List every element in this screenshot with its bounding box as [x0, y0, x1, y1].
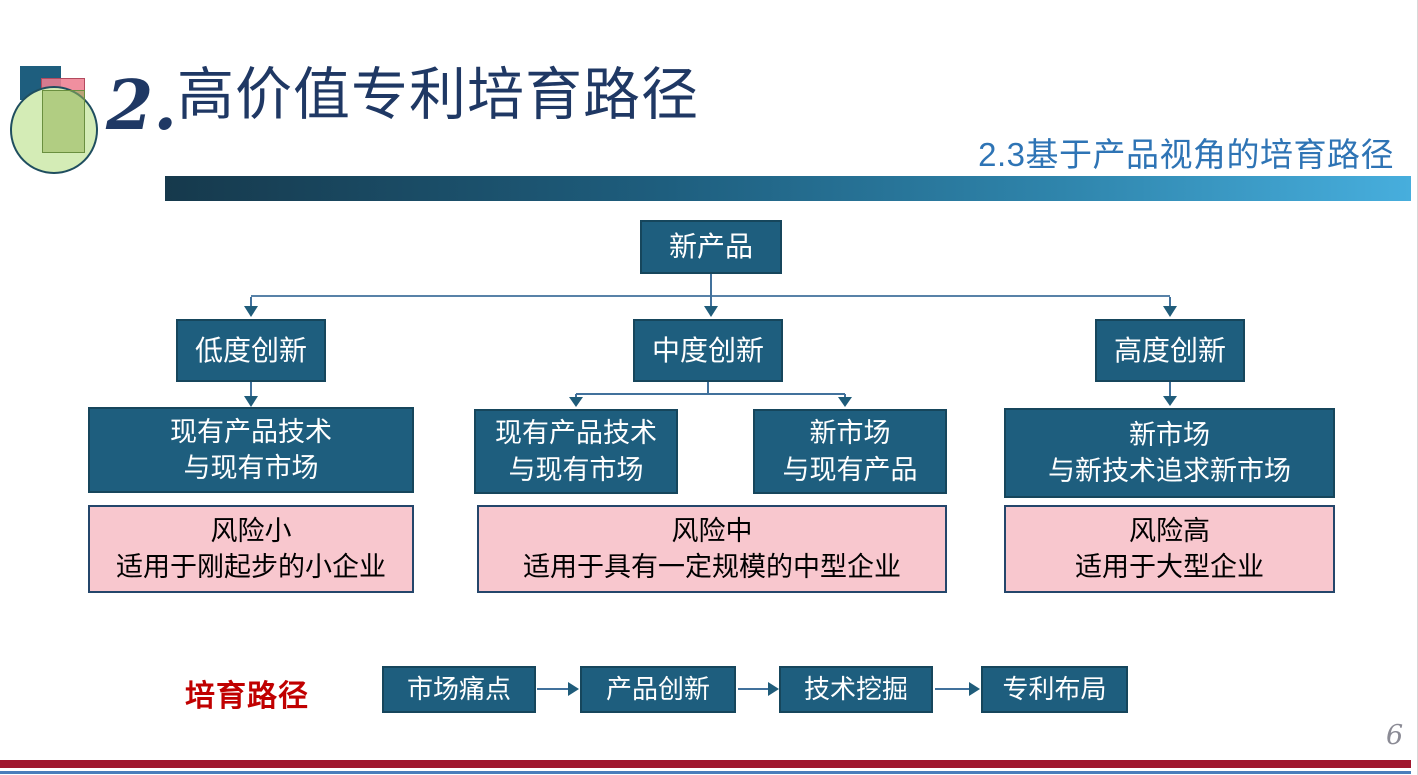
node-low-innovation: 低度创新 [176, 319, 326, 382]
node-medium-innovation: 中度创新 [633, 319, 783, 382]
footer-red-bar [0, 760, 1411, 768]
risk-line1: 风险小 [210, 515, 292, 546]
step-label: 技术挖掘 [803, 673, 908, 704]
risk-box-high: 风险高 适用于大型企业 [1004, 505, 1335, 593]
node-existing-tech-existing-market-mid: 现有产品技术 与现有市场 [474, 409, 678, 494]
gradient-divider-bar [165, 176, 1411, 201]
risk-line2: 适用于大型企业 [1075, 552, 1264, 582]
risk-line1: 风险中 [671, 515, 753, 546]
node-label-line2: 与新技术追求新市场 [1048, 456, 1291, 486]
risk-line1: 风险高 [1129, 515, 1210, 546]
risk-box-low: 风险小 适用于刚起步的小企业 [88, 505, 414, 593]
node-new-product: 新产品 [640, 220, 782, 274]
title-number: 2. [106, 66, 177, 146]
step-technology-mining: 技术挖掘 [779, 666, 933, 713]
node-existing-tech-existing-market-left: 现有产品技术 与现有市场 [88, 407, 414, 493]
step-label: 产品创新 [605, 673, 710, 704]
page-title: 2. 高价值专利培育路径 [106, 60, 699, 140]
node-high-innovation: 高度创新 [1095, 319, 1245, 382]
node-label: 新产品 [668, 231, 753, 263]
node-label-line1: 现有产品技术 [170, 416, 332, 447]
decoration-green-rect-icon [42, 90, 85, 153]
risk-box-medium: 风险中 适用于具有一定规模的中型企业 [477, 505, 947, 593]
step-product-innovation: 产品创新 [580, 666, 736, 713]
step-label: 专利布局 [1002, 673, 1107, 704]
risk-line2: 适用于具有一定规模的中型企业 [523, 552, 901, 582]
step-patent-layout: 专利布局 [981, 666, 1128, 713]
title-text: 高价值专利培育路径 [177, 63, 699, 127]
node-label-line2: 与现有产品 [782, 454, 918, 485]
node-label-line1: 新市场 [1129, 419, 1210, 450]
node-label: 中度创新 [651, 334, 764, 366]
section-subtitle: 2.3基于产品视角的培育路径 [978, 136, 1394, 173]
node-label: 高度创新 [1113, 334, 1226, 366]
node-new-market-new-tech: 新市场 与新技术追求新市场 [1004, 408, 1335, 498]
node-label-line2: 与现有市场 [183, 453, 319, 483]
step-market-pain-point: 市场痛点 [382, 666, 536, 713]
risk-line2: 适用于刚起步的小企业 [116, 552, 386, 582]
node-label: 低度创新 [194, 334, 307, 366]
node-label-line1: 现有产品技术 [495, 418, 657, 449]
node-label-line2: 与现有市场 [508, 454, 644, 485]
step-label: 市场痛点 [406, 673, 511, 704]
page-number: 6 [1386, 720, 1404, 751]
cultivation-path-label: 培育路径 [185, 680, 309, 713]
node-new-market-existing-product: 新市场 与现有产品 [753, 409, 947, 494]
footer-blue-line [0, 771, 1411, 774]
node-label-line1: 新市场 [809, 418, 891, 449]
